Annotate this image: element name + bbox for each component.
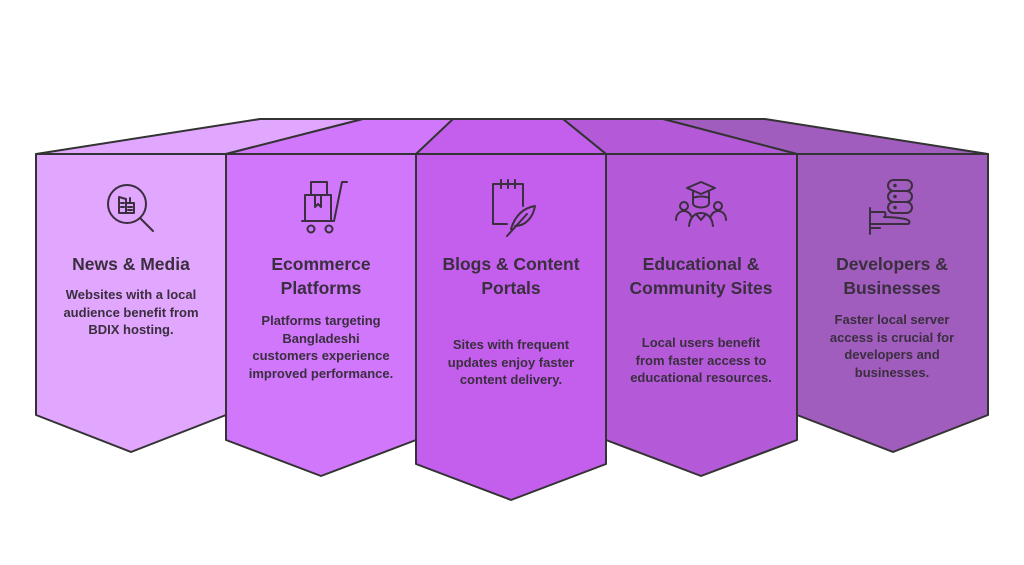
column-description: Faster local server access is crucial fo… bbox=[829, 312, 955, 380]
column-title: News & Media bbox=[72, 254, 190, 274]
column-description: Local users benefit from faster access t… bbox=[630, 335, 772, 385]
column-title: Blogs & Content Portals bbox=[442, 254, 580, 298]
column-description: Websites with a local audience benefit f… bbox=[63, 287, 199, 337]
column-title: Ecommerce Platforms bbox=[271, 254, 371, 298]
notepad-quill-icon bbox=[479, 176, 543, 240]
front-face-3 bbox=[415, 153, 607, 501]
cart-with-box-icon bbox=[289, 176, 353, 240]
front-face-2 bbox=[225, 153, 417, 477]
column-description: Sites with frequent updates enjoy faster… bbox=[447, 337, 575, 387]
hand-server-icon bbox=[860, 176, 924, 240]
column-title: Developers & Businesses bbox=[836, 254, 948, 298]
column-description: Platforms targeting Bangladeshi customer… bbox=[248, 313, 394, 381]
column-title: Educational & Community Sites bbox=[629, 254, 773, 298]
graduate-community-icon bbox=[669, 176, 733, 240]
news-search-icon bbox=[99, 176, 163, 240]
front-face-1 bbox=[35, 153, 227, 453]
